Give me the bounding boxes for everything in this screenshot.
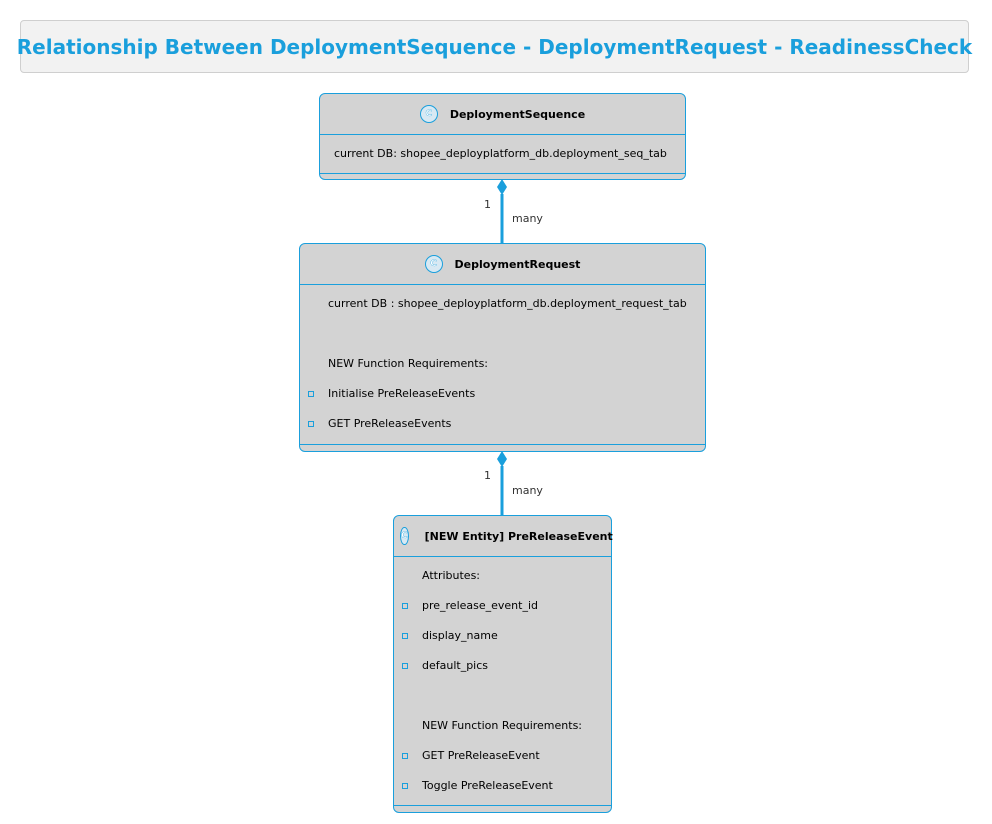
composition-diamond-sequence [497, 179, 507, 195]
method-visibility-icon [402, 753, 408, 759]
attribute-visibility-icon [402, 603, 408, 609]
class-method-get: GET PreReleaseEvents [300, 415, 705, 433]
multiplicity-many-label: many [512, 484, 543, 497]
class-section-heading: NEW Function Requirements: [328, 357, 489, 370]
class-note-line: current DB: shopee_deployplatform_db.dep… [334, 147, 667, 160]
class-attribute-id: pre_release_event_id [394, 597, 611, 615]
class-deployment-sequence[interactable]: C DeploymentSequence current DB: shopee_… [319, 93, 686, 180]
class-section-heading: NEW Function Requirements: [422, 719, 583, 732]
class-header: C [NEW Entity] PreReleaseEvent [394, 516, 613, 557]
class-section-heading: Attributes: [422, 569, 481, 582]
class-attribute-display-name: display_name [394, 627, 611, 645]
class-header: C DeploymentSequence [320, 94, 685, 135]
class-divider [320, 173, 685, 174]
class-stereotype-icon: C [400, 527, 409, 545]
class-header: C DeploymentRequest [300, 244, 705, 285]
method-visibility-icon [308, 421, 314, 427]
class-stereotype-icon: C [419, 105, 438, 123]
class-method-initialise: Initialise PreReleaseEvents [300, 385, 705, 403]
multiplicity-many-label: many [512, 212, 543, 225]
class-name: DeploymentSequence [449, 107, 586, 121]
class-deployment-request[interactable]: C DeploymentRequest current DB : shopee_… [299, 243, 706, 452]
multiplicity-one-label: 1 [484, 198, 491, 211]
class-method-toggle: Toggle PreReleaseEvent [394, 777, 611, 795]
attribute-visibility-icon [402, 663, 408, 669]
method-visibility-icon [402, 783, 408, 789]
attribute-visibility-icon [402, 633, 408, 639]
composition-diamond-request [497, 451, 507, 467]
multiplicity-one-label: 1 [484, 469, 491, 482]
method-visibility-icon [308, 391, 314, 397]
class-name: DeploymentRequest [454, 257, 581, 271]
class-note-line: current DB : shopee_deployplatform_db.de… [328, 297, 687, 310]
class-divider [394, 805, 611, 806]
class-stereotype-icon: C [424, 255, 443, 273]
diagram-title-box: Relationship Between DeploymentSequence … [16, 20, 973, 73]
class-name: [NEW Entity] PreReleaseEvent [424, 529, 613, 543]
class-pre-release-event[interactable]: C [NEW Entity] PreReleaseEvent Attribute… [393, 515, 613, 813]
class-method-get: GET PreReleaseEvent [394, 747, 611, 765]
class-divider [300, 444, 705, 445]
diagram-title: Relationship Between DeploymentSequence … [16, 34, 973, 59]
class-attribute-default-pics: default_pics [394, 657, 611, 675]
